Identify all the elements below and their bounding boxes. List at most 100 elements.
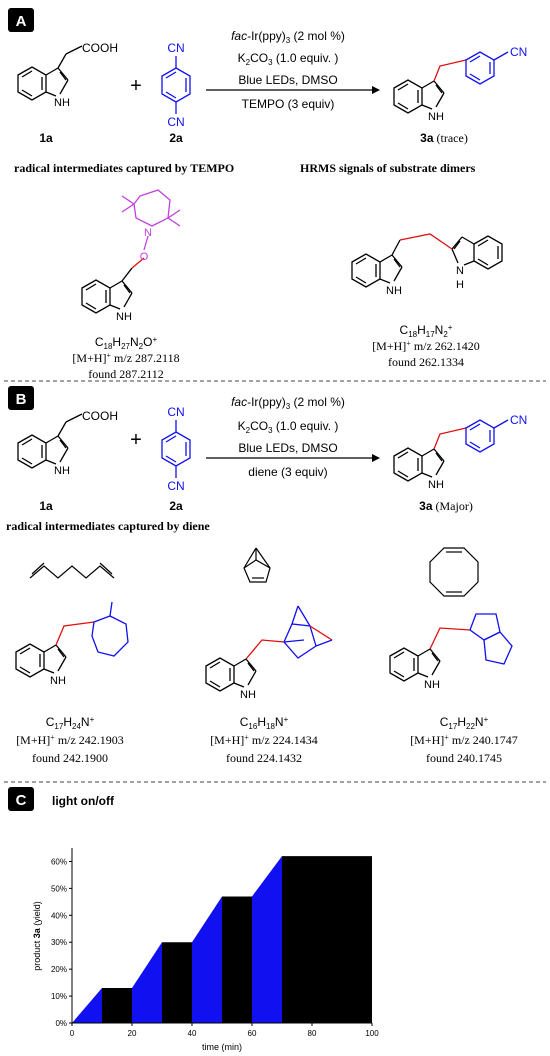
area-segment-off-3 — [162, 942, 192, 1023]
area-segment-off-7 — [282, 856, 372, 1023]
terephthalonitrile-structure-b — [161, 420, 191, 478]
tempo-adduct-formula: C18H27N2O+ — [95, 335, 158, 351]
y-tick-label: 40% — [51, 911, 67, 920]
caption-tempo: radical intermediates captured by TEMPO — [14, 161, 234, 175]
area-segment-on-4 — [192, 896, 222, 1023]
reactant-2a-cn-bottom: CN — [167, 115, 184, 129]
diene-adduct-2-formula: C16H18N+ — [240, 715, 289, 731]
panel-b: B COOH NH 1a + CN CN 2a fac-Ir(ppy)3 (2 … — [6, 386, 527, 765]
reaction-conditions-b: fac-Ir(ppy)3 (2 mol %) K2CO3 (1.0 equiv.… — [231, 395, 345, 479]
reactant-1a-cooh-b: COOH — [82, 409, 118, 423]
reactant-2a-cn-top: CN — [167, 41, 184, 55]
reaction-arrow-a — [206, 86, 380, 94]
reaction-conditions-a: fac-Ir(ppy)3 (2 mol %) K2CO3 (1.0 equiv.… — [231, 29, 345, 111]
svg-text:K2CO3 (1.0 equiv. ): K2CO3 (1.0 equiv. ) — [238, 51, 339, 67]
panel-a-badge — [8, 8, 34, 32]
product-3a-label-b: 3a (Major) — [419, 499, 473, 513]
diene-adduct-3-structure — [389, 613, 513, 682]
reactant-2a-cn-bottom-b: CN — [167, 479, 184, 493]
plus-sign-a: + — [130, 75, 142, 97]
indole-acetic-acid-structure — [17, 45, 83, 101]
product-3a-nh-b: NH — [428, 479, 444, 491]
panel-c-badge-text: C — [16, 792, 27, 809]
chart-area-segments — [72, 856, 372, 1023]
indole-acetic-acid-structure-b — [17, 413, 83, 469]
area-segment-off-1 — [102, 988, 132, 1023]
y-tick-label: 60% — [51, 857, 67, 866]
diene-adduct-3-mz: [M+H]+ m/z 240.1747 — [410, 733, 518, 747]
diene-adduct-1-mz: [M+H]+ m/z 242.1903 — [16, 733, 124, 747]
y-tick-label: 30% — [51, 938, 67, 947]
area-segment-on-0 — [72, 988, 102, 1023]
hexadiene-structure — [29, 562, 115, 579]
tempo-adduct-found: found 287.2112 — [88, 367, 164, 381]
y-axis-label: product 3a (yield) — [32, 901, 42, 971]
diene-adduct-2-mz: [M+H]+ m/z 224.1434 — [210, 733, 318, 747]
caption-dimers: HRMS signals of substrate dimers — [300, 161, 476, 175]
diene-adduct-3-nh: NH — [424, 679, 440, 691]
product-3a-label: 3a (trace) — [420, 131, 468, 145]
panel-a: A COOH NH 1a + CN CN 2a fac-Ir(ppy)3 (2 … — [8, 8, 527, 381]
x-tick-label: 60 — [248, 1029, 257, 1038]
dimer-mz: [M+H]+ m/z 262.1420 — [372, 339, 480, 353]
y-tick-label: 10% — [51, 992, 67, 1001]
diene-adduct-2-nh: NH — [240, 689, 256, 701]
y-tick-label: 20% — [51, 965, 67, 974]
product-3a-cn: CN — [510, 45, 527, 59]
x-tick-label: 80 — [308, 1029, 317, 1038]
product-3a-cn-b: CN — [510, 413, 527, 427]
x-tick-label: 20 — [128, 1029, 137, 1038]
tempo-o-atom: O — [140, 251, 149, 263]
panel-c-title: light on/off — [52, 794, 115, 808]
dimer-found: found 262.1334 — [388, 355, 464, 369]
x-tick-label: 40 — [188, 1029, 197, 1038]
panel-b-badge — [8, 386, 34, 410]
reactant-1a-label: 1a — [39, 131, 53, 145]
reactant-2a-cn-top-b: CN — [167, 405, 184, 419]
caption-diene: radical intermediates captured by diene — [6, 519, 210, 533]
area-segment-off-5 — [222, 896, 252, 1023]
norbornadiene-structure — [243, 547, 271, 583]
reactant-1a-nh-b: NH — [54, 465, 70, 477]
reaction-arrow-b — [206, 454, 380, 462]
x-axis-label: time (min) — [202, 1042, 242, 1052]
svg-text:fac-Ir(ppy)3 (2 mol %): fac-Ir(ppy)3 (2 mol %) — [231, 29, 345, 45]
x-tick-label: 100 — [365, 1029, 379, 1038]
area-segment-on-2 — [132, 942, 162, 1023]
svg-text:fac-Ir(ppy)3 (2 mol %): fac-Ir(ppy)3 (2 mol %) — [231, 395, 345, 411]
diene-adduct-1-structure — [15, 601, 129, 678]
reactant-1a-cooh: COOH — [82, 41, 118, 55]
tempo-adduct-mz: [M+H]+ m/z 287.2118 — [72, 351, 179, 365]
diene-adduct-1-nh: NH — [50, 675, 66, 687]
product-3a-structure-b — [393, 419, 509, 482]
conditions-b-line3: Blue LEDs, DMSO — [238, 441, 337, 455]
y-axis-ticks: 0% 10% 20% 30% 40% 50% 60% — [51, 857, 72, 1028]
tempo-adduct-structure — [81, 189, 181, 314]
panel-c-badge — [8, 787, 34, 811]
area-segment-on-6 — [252, 856, 282, 1023]
tempo-adduct-nh: NH — [116, 311, 132, 323]
dimer-nh-right-h: H — [456, 279, 464, 291]
diene-adduct-1-found: found 242.1900 — [32, 751, 108, 765]
diene-adduct-2-structure — [205, 605, 333, 692]
cyclooctadiene-structure — [429, 547, 479, 597]
dimer-formula: C18H17N2+ — [400, 323, 453, 339]
conditions-b-line4: diene (3 equiv) — [248, 465, 327, 479]
dimer-nh-right-n: N — [456, 265, 464, 277]
diene-adduct-1-formula: C17H24N+ — [46, 715, 95, 731]
conditions-a-line3: Blue LEDs, DMSO — [238, 73, 337, 87]
svg-text:K2CO3 (1.0 equiv. ): K2CO3 (1.0 equiv. ) — [238, 419, 339, 435]
y-tick-label: 50% — [51, 884, 67, 893]
dimer-nh-left: NH — [386, 285, 402, 297]
y-tick-label: 0% — [55, 1019, 67, 1028]
diene-adduct-3-found: found 240.1745 — [426, 751, 502, 765]
reactant-1a-label-b: 1a — [39, 499, 53, 513]
plus-sign-b: + — [130, 429, 142, 451]
panel-a-badge-text: A — [16, 13, 27, 30]
reactant-2a-label: 2a — [169, 131, 183, 145]
diene-adduct-3-formula: C17H22N+ — [440, 715, 489, 731]
diene-adduct-2-found: found 224.1432 — [226, 751, 302, 765]
